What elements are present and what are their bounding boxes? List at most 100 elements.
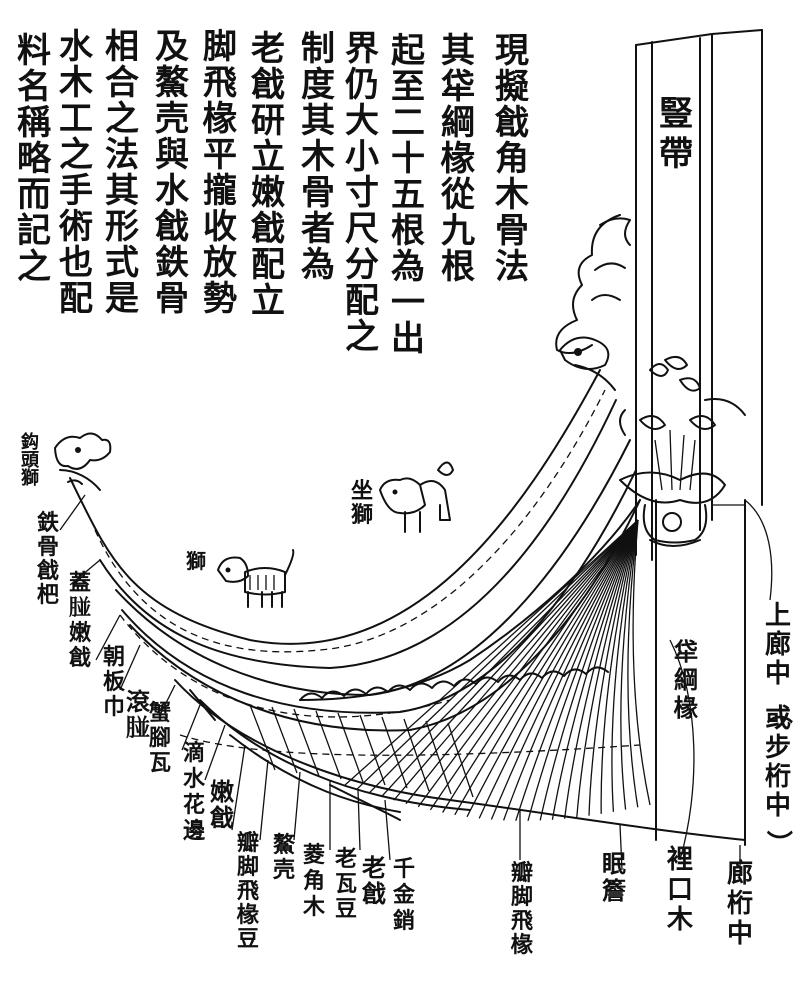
svg-text:二: 二 [391,103,425,143]
svg-text:瓣: 瓣 [511,860,533,886]
svg-text:九: 九 [441,211,475,251]
label-jian-dai: 豎帶 [659,94,693,174]
rafter-line [588,519,639,816]
svg-text:或: 或 [765,704,791,734]
svg-text:式: 式 [105,243,139,283]
svg-text:木: 木 [666,905,693,935]
tile-line [447,722,474,798]
svg-text:板: 板 [103,669,126,695]
svg-text:戧: 戧 [494,103,529,143]
svg-text:平: 平 [203,135,237,175]
label-xie-xi-ban: 蟹腳瓦 [149,700,171,776]
svg-text:出: 出 [391,319,425,359]
svg-text:鈎: 鈎 [21,431,39,453]
svg-text:為: 為 [391,247,425,287]
svg-text:也: 也 [59,243,93,283]
svg-text:角: 角 [303,868,325,894]
label-li-kou-mu: 裡口木 [666,844,693,935]
svg-text:其: 其 [105,171,139,211]
svg-text:獅: 獅 [186,549,206,573]
svg-text:眠: 眠 [602,849,626,878]
svg-text:飛: 飛 [203,63,237,103]
svg-text:滾: 滾 [126,687,151,716]
svg-text:形: 形 [105,207,139,247]
svg-text:椽: 椽 [673,693,699,722]
label-lao-qiang: 老戧 [361,853,386,908]
flying-rafter-fan [344,519,651,821]
rafter-line [466,519,639,818]
svg-text:制: 制 [301,29,335,69]
svg-text:配: 配 [59,279,93,319]
svg-text:小: 小 [345,137,379,177]
svg-text:瓦: 瓦 [335,871,357,897]
rafter-line [429,519,639,811]
label-nen-qiang: 嫩戧 [209,777,235,832]
svg-text:口: 口 [667,875,693,905]
svg-text:手: 手 [59,171,93,211]
label-chao-ban-jin: 朝板巾 [103,644,126,720]
svg-text:立: 立 [251,281,285,321]
tile-line [293,708,320,777]
svg-text:脚: 脚 [511,884,533,910]
rafter-line [442,519,639,813]
svg-text:仍: 仍 [345,65,379,105]
svg-text:戧: 戧 [250,65,285,105]
svg-text:桁: 桁 [727,889,753,919]
rafter-line [405,519,639,805]
svg-text:椽: 椽 [510,932,534,958]
svg-text:之: 之 [345,317,379,357]
svg-text:分: 分 [345,245,379,285]
label-ling-jiao-mu: 菱角木 [302,842,326,920]
svg-text:蓋: 蓋 [69,570,91,596]
svg-text:研: 研 [251,101,285,141]
label-lang-hang-zhong: 廊桁中 [727,858,753,949]
label-ao-ke: 鰲壳 [272,832,296,883]
svg-text:綱: 綱 [441,103,475,143]
svg-text:中: 中 [727,919,753,949]
svg-text:牮: 牮 [674,637,698,666]
tile-line [249,704,276,771]
svg-text:其: 其 [441,31,475,71]
svg-text:廊: 廊 [765,629,791,660]
svg-text:嫩: 嫩 [251,173,285,213]
svg-text:嫩: 嫩 [210,777,235,806]
svg-text:木: 木 [494,175,529,215]
rafter-line [539,519,639,821]
svg-text:牮: 牮 [441,67,475,107]
svg-text:千: 千 [393,856,415,882]
svg-text:戧: 戧 [36,558,59,584]
svg-text:（: （ [763,698,793,724]
rafter-line [632,519,651,806]
svg-text:瓦: 瓦 [149,750,171,776]
svg-text:椽: 椽 [440,139,475,179]
tile-line [403,718,430,792]
label-jian-gang-chuan: 牮綱椽 [673,637,699,722]
svg-text:稱: 稱 [17,103,51,143]
svg-text:簷: 簷 [602,876,626,905]
svg-text:戧: 戧 [361,879,386,908]
svg-text:銷: 銷 [393,908,415,934]
tile-line [337,712,364,783]
svg-text:綱: 綱 [674,665,698,694]
rafter-line [600,519,639,814]
svg-text:勢: 勢 [203,279,237,319]
svg-text:脚: 脚 [237,854,259,880]
svg-text:𦝤: 𦝤 [126,713,150,742]
svg-text:鰲: 鰲 [273,832,296,858]
svg-text:朝: 朝 [103,644,125,670]
svg-text:收: 收 [203,207,237,247]
rafter-line [611,519,639,812]
svg-text:椽: 椽 [236,902,260,928]
svg-text:其: 其 [301,101,335,141]
svg-text:脚: 脚 [203,27,237,67]
